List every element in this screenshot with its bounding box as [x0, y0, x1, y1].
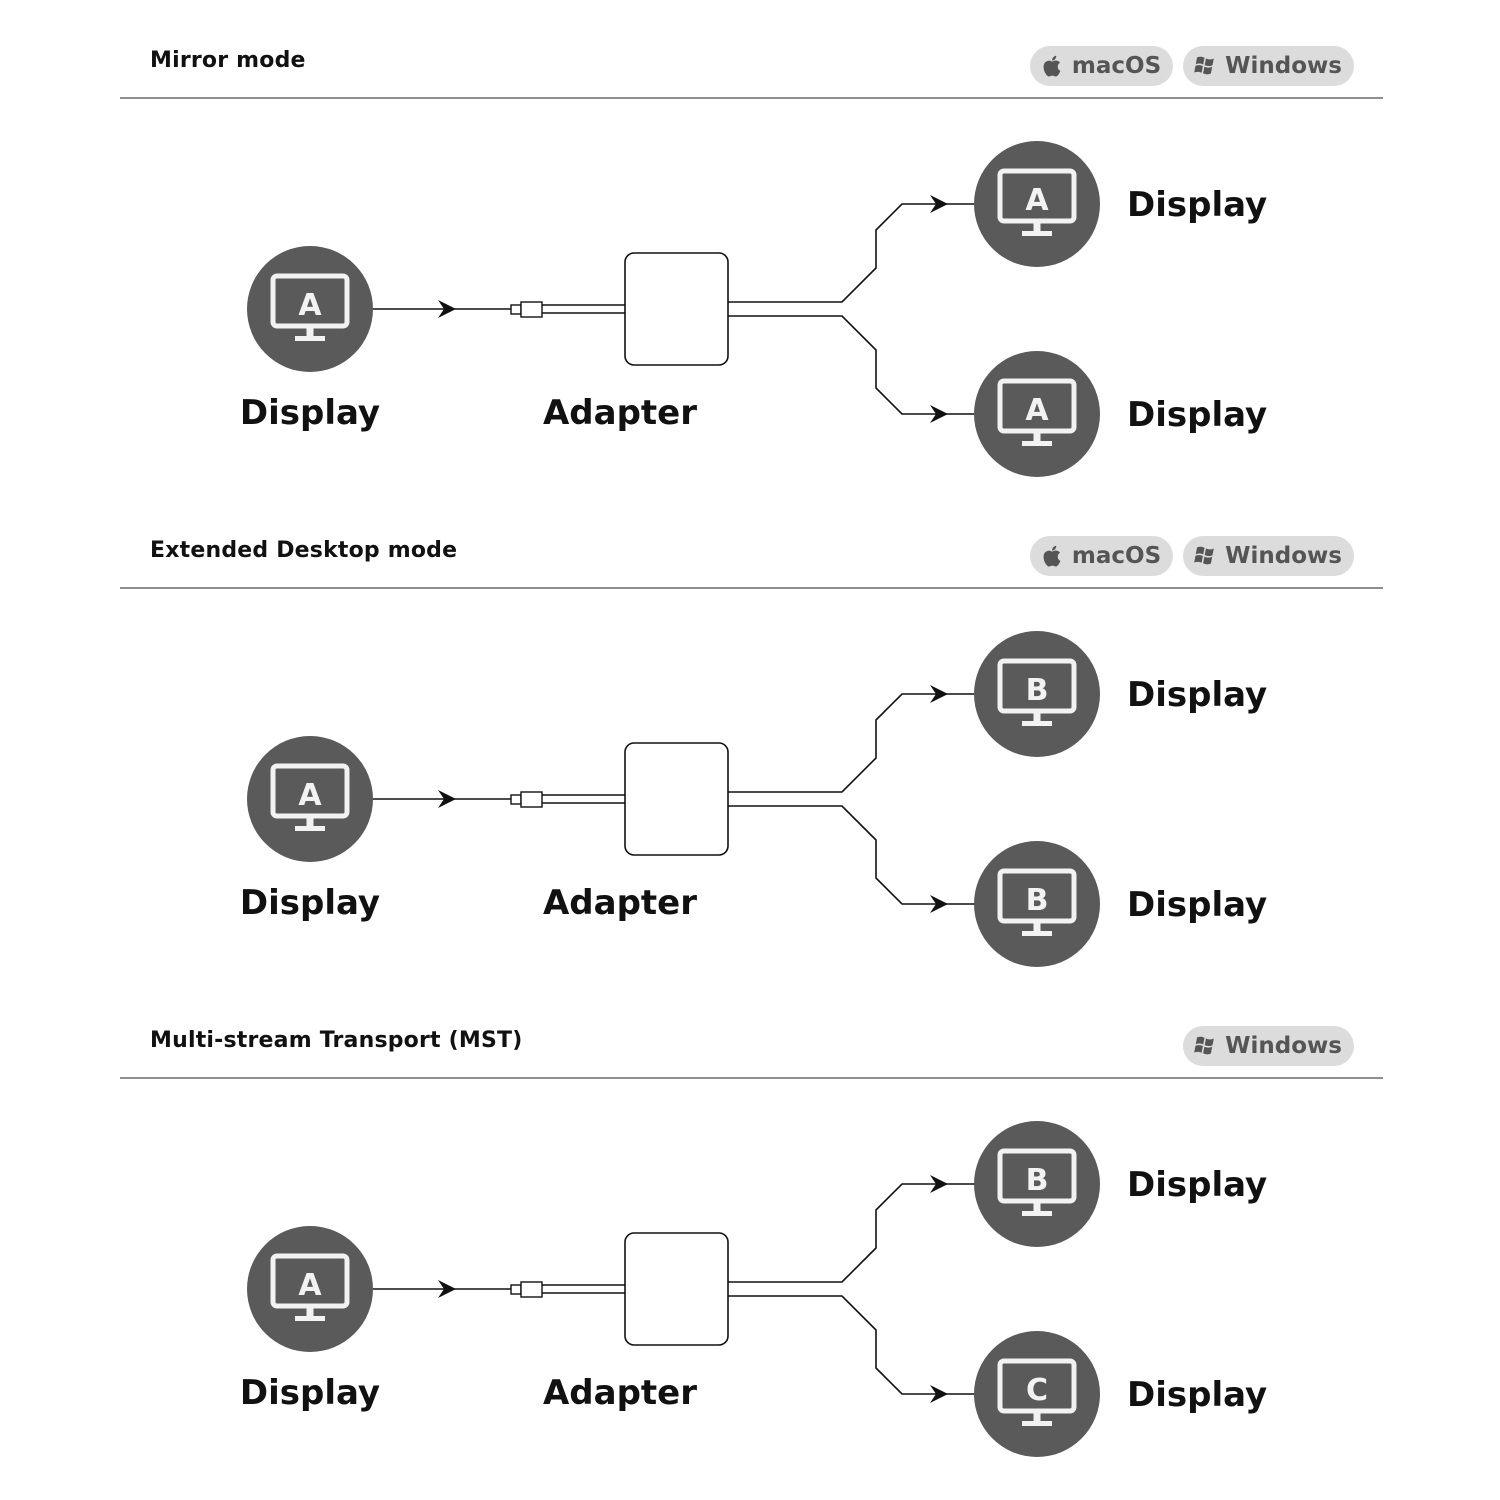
arrow-head: [438, 1280, 456, 1298]
output-display-label: Display: [1127, 185, 1267, 225]
monitor-icon: [270, 273, 350, 341]
output-display-node: B: [974, 841, 1100, 967]
plug-tip: [510, 1284, 522, 1295]
os-badge-label: macOS: [1071, 53, 1162, 79]
screen-letter: A: [1025, 393, 1049, 428]
section-divider: [120, 97, 1383, 99]
screen-letter: A: [1025, 183, 1049, 218]
source-display-label: Display: [240, 883, 380, 923]
output-display-label: Display: [1127, 1375, 1267, 1415]
output-display-label: Display: [1127, 1165, 1267, 1205]
os-badge-macos: macOS: [1029, 536, 1174, 576]
output-display-label: Display: [1127, 675, 1267, 715]
screen-letter: A: [298, 778, 322, 813]
monitor-icon: [997, 658, 1077, 726]
input-cable: [373, 300, 625, 318]
arrow-head: [930, 195, 948, 213]
screen-letter: A: [298, 288, 322, 323]
source-display-node: A: [247, 736, 373, 862]
adapter-box: [624, 742, 729, 856]
screen-letter: A: [298, 1268, 322, 1303]
arrow-head: [438, 790, 456, 808]
plug-tip: [510, 794, 522, 805]
adapter-label: Adapter: [543, 393, 697, 433]
section-divider: [120, 587, 1383, 589]
plug-connector: [520, 301, 543, 318]
output-cables: [728, 195, 974, 423]
output-display-node: C: [974, 1331, 1100, 1457]
plug-tip: [510, 304, 522, 315]
adapter-box: [624, 1232, 729, 1346]
arrow-head: [930, 1175, 948, 1193]
output-display-node: A: [974, 141, 1100, 267]
output-display-label: Display: [1127, 395, 1267, 435]
source-display-label: Display: [240, 393, 380, 433]
screen-letter: B: [1026, 1163, 1049, 1198]
windows-icon: [1194, 546, 1214, 565]
section-title: Extended Desktop mode: [150, 538, 458, 563]
os-badge-windows: Windows: [1183, 46, 1354, 86]
adapter-label: Adapter: [543, 1373, 697, 1413]
output-display-node: B: [974, 1121, 1100, 1247]
os-badge-windows: Windows: [1183, 536, 1354, 576]
output-cables: [728, 1175, 974, 1403]
monitor-icon: [997, 168, 1077, 236]
monitor-icon: [270, 763, 350, 831]
arrow-head: [930, 895, 948, 913]
os-badges: macOS Windows: [1029, 536, 1354, 576]
input-cable: [373, 1280, 625, 1298]
windows-icon: [1194, 1036, 1214, 1055]
monitor-icon: [270, 1253, 350, 1321]
windows-icon: [1194, 56, 1214, 75]
os-badges: macOS Windows: [1029, 46, 1354, 86]
output-display-node: B: [974, 631, 1100, 757]
apple-icon: [1043, 55, 1061, 77]
input-cable: [373, 790, 625, 808]
plug-connector: [520, 1281, 543, 1298]
source-display-label: Display: [240, 1373, 380, 1413]
os-badge-label: Windows: [1225, 1033, 1342, 1059]
screen-letter: C: [1026, 1373, 1048, 1408]
output-cables: [728, 685, 974, 913]
adapter-box: [624, 252, 729, 366]
monitor-icon: [997, 378, 1077, 446]
os-badge-label: macOS: [1071, 543, 1162, 569]
adapter-label: Adapter: [543, 883, 697, 923]
source-display-node: A: [247, 1226, 373, 1352]
output-display-node: A: [974, 351, 1100, 477]
section-divider: [120, 1077, 1383, 1079]
os-badge-label: Windows: [1225, 53, 1342, 79]
arrow-head: [930, 405, 948, 423]
monitor-icon: [997, 868, 1077, 936]
apple-icon: [1043, 545, 1061, 567]
arrow-head: [930, 685, 948, 703]
os-badge-windows: Windows: [1183, 1026, 1354, 1066]
arrow-head: [930, 1385, 948, 1403]
os-badge-label: Windows: [1225, 543, 1342, 569]
screen-letter: B: [1026, 673, 1049, 708]
source-display-node: A: [247, 246, 373, 372]
os-badges: Windows: [1183, 1026, 1354, 1066]
plug-connector: [520, 791, 543, 808]
section-title: Multi-stream Transport (MST): [150, 1028, 523, 1053]
output-display-label: Display: [1127, 885, 1267, 925]
monitor-icon: [997, 1358, 1077, 1426]
os-badge-macos: macOS: [1029, 46, 1174, 86]
monitor-icon: [997, 1148, 1077, 1216]
screen-letter: B: [1026, 883, 1049, 918]
section-title: Mirror mode: [150, 48, 306, 73]
arrow-head: [438, 300, 456, 318]
